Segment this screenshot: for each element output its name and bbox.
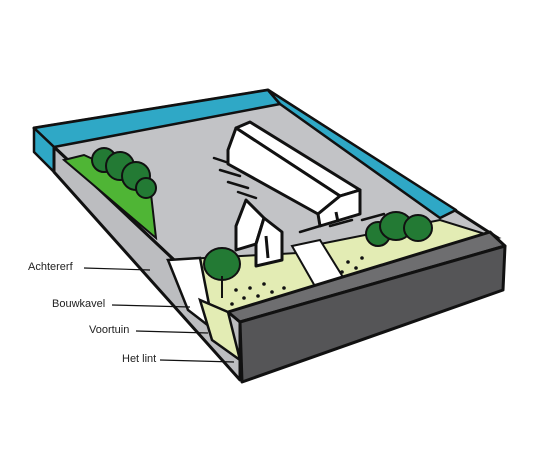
lawn-dots	[230, 256, 364, 306]
barn	[226, 120, 362, 228]
label-bouwkavel: Bouwkavel	[52, 298, 106, 310]
label-achtererf: Achtererf	[28, 261, 73, 273]
tree-yard	[365, 211, 433, 247]
label-het-lint: Het lint	[122, 353, 157, 365]
label-voortuin: Voortuin	[89, 324, 130, 336]
leader-lines	[83, 267, 235, 363]
water-right	[266, 88, 458, 220]
tree-back-left	[91, 147, 157, 199]
house	[234, 198, 284, 268]
road-side	[238, 244, 507, 384]
tree-front	[203, 247, 241, 298]
